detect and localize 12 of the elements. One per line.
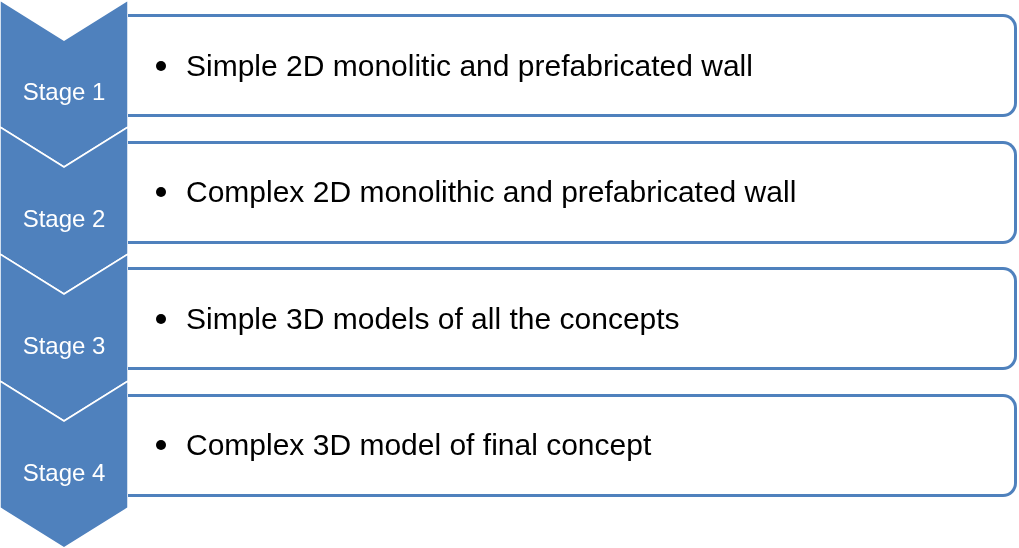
- list-item-box: [126, 140, 1017, 244]
- stage-label: Stage 3: [21, 332, 107, 360]
- item-text: Complex 3D model of final concept: [186, 428, 652, 462]
- list-item-box: [126, 393, 1017, 497]
- item-text: Complex 2D monolithic and prefabricated wall: [186, 175, 797, 209]
- stage-label: Stage 4: [21, 459, 107, 487]
- stage-label: Stage 2: [21, 205, 107, 233]
- list-item-box: [126, 267, 1017, 370]
- item-text: Simple 3D models of all the concepts: [186, 301, 680, 336]
- stage-label: Stage 1: [21, 78, 107, 106]
- item-text: Simple 2D monolitic and prefabricated wall: [186, 48, 753, 83]
- list-item-box: [126, 14, 1017, 117]
